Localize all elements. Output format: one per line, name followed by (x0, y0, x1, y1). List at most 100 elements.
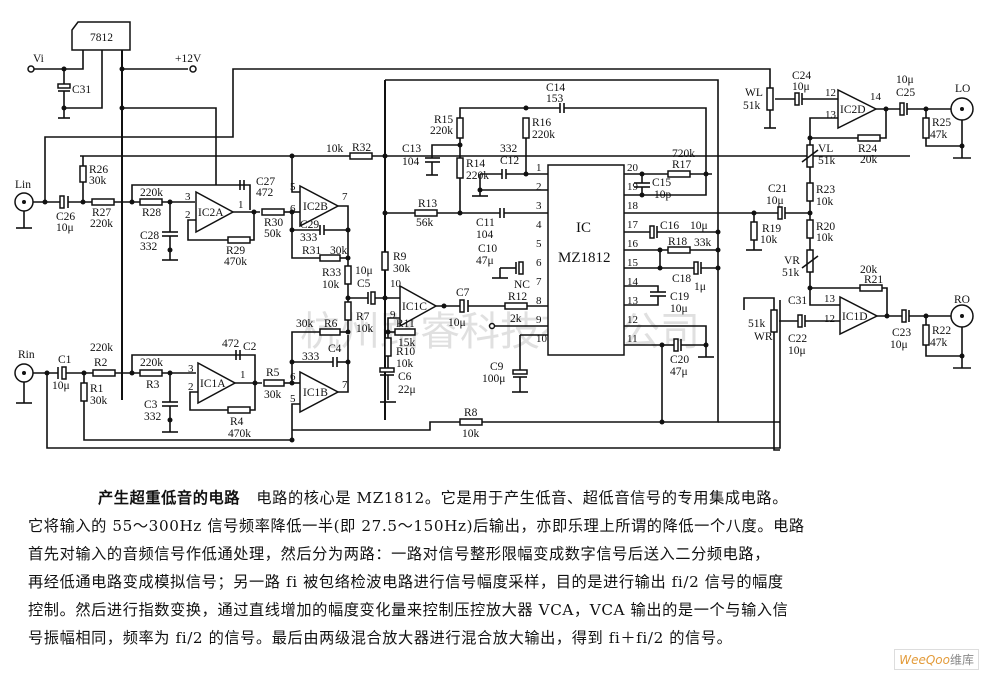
regulator-label: 7812 (90, 32, 113, 44)
resistor-r26 (79, 165, 87, 183)
svg-text:51k: 51k (743, 100, 761, 112)
svg-text:1: 1 (240, 369, 246, 381)
lin-label: Lin (15, 179, 31, 191)
svg-text:WR: WR (754, 331, 773, 343)
svg-text:R31: R31 (302, 245, 321, 257)
svg-text:10μ: 10μ (788, 345, 806, 357)
svg-text:R3: R3 (146, 379, 160, 391)
weeqoo-logo: WeeQoo维库 (894, 649, 979, 670)
svg-text:10μ: 10μ (56, 222, 74, 234)
ic-pin-label: 2 (536, 181, 542, 193)
svg-text:IC2D: IC2D (840, 104, 866, 116)
svg-text:10k: 10k (816, 232, 834, 244)
svg-text:5: 5 (290, 181, 296, 193)
svg-text:C12: C12 (500, 155, 519, 167)
svg-text:56k: 56k (416, 217, 434, 229)
description-line-4: 再经低通电路变成模拟信号；另一路 fi 被包络检波电路进行信号幅度采样，目的是进… (28, 573, 784, 591)
svg-text:C29: C29 (300, 219, 319, 231)
svg-text:IC1A: IC1A (200, 378, 226, 390)
svg-text:R21: R21 (864, 274, 883, 286)
svg-text:R1: R1 (90, 383, 104, 395)
svg-text:7: 7 (342, 379, 348, 391)
ic-pin-label: 7 (536, 276, 542, 288)
svg-text:10μ: 10μ (355, 265, 373, 277)
svg-text:R9: R9 (393, 251, 407, 263)
svg-text:C1: C1 (58, 354, 72, 366)
svg-text:VR: VR (784, 255, 800, 267)
svg-text:220k: 220k (466, 170, 489, 182)
svg-text:IC2A: IC2A (198, 207, 224, 219)
svg-text:C15: C15 (652, 177, 671, 189)
opamp-ic1a: 321 IC1A (188, 361, 246, 405)
resistor-r9 (381, 251, 389, 271)
svg-text:470k: 470k (228, 428, 251, 440)
svg-text:C31: C31 (788, 295, 807, 307)
svg-text:30k: 30k (330, 245, 348, 257)
plus12v-terminal (189, 65, 197, 73)
svg-text:R17: R17 (672, 159, 691, 171)
ic-pin-label: 10 (536, 333, 548, 345)
svg-text:NC: NC (514, 279, 530, 291)
svg-text:IC2B: IC2B (303, 201, 328, 213)
svg-text:C3: C3 (144, 399, 158, 411)
svg-text:220k: 220k (90, 342, 113, 354)
svg-text:R8: R8 (464, 407, 478, 419)
svg-text:12: 12 (824, 313, 835, 325)
ro-label: RO (954, 294, 970, 306)
svg-text:153: 153 (546, 93, 564, 105)
svg-text:C27: C27 (256, 176, 275, 188)
svg-text:332: 332 (140, 241, 158, 253)
svg-text:R13: R13 (418, 198, 437, 210)
svg-text:220k: 220k (90, 218, 113, 230)
svg-text:R28: R28 (142, 207, 161, 219)
svg-text:47μ: 47μ (670, 366, 688, 378)
svg-text:C22: C22 (788, 333, 807, 345)
description-line-1: 产生超重低音的电路 电路的核心是 MZ1812。它是用于产生低音、超低音信号的专… (98, 489, 789, 507)
svg-text:C13: C13 (402, 143, 421, 155)
svg-text:C18: C18 (672, 273, 691, 285)
svg-text:47μ: 47μ (476, 255, 494, 267)
svg-text:MZ1812: MZ1812 (558, 250, 611, 266)
opamp-ic1b: 657 IC1B (290, 370, 348, 414)
svg-text:47k: 47k (930, 337, 948, 349)
svg-text:R11: R11 (396, 318, 415, 330)
ic-pin-label: 13 (627, 295, 639, 307)
resistor-r1 (80, 382, 88, 402)
svg-text:10μ: 10μ (896, 74, 914, 86)
svg-text:333: 333 (302, 351, 320, 363)
ic-pin-label: 16 (627, 238, 639, 250)
rin-label: Rin (18, 349, 35, 361)
svg-text:IC1B: IC1B (303, 387, 328, 399)
svg-text:R32: R32 (352, 142, 371, 154)
description-line-3: 首先对输入的音频信号作低通处理，然后分为两路：一路对信号整形限幅变成数字信号后送… (28, 545, 771, 563)
svg-text:3: 3 (185, 191, 191, 203)
svg-text:C19: C19 (670, 291, 689, 303)
svg-text:R30: R30 (264, 217, 283, 229)
ic-pin-label: 14 (627, 276, 639, 288)
ic-pin-label: 6 (536, 257, 542, 269)
svg-text:VL: VL (818, 143, 833, 155)
svg-text:C24: C24 (792, 70, 811, 82)
description-line-6: 号振幅相同，频率为 fi/2 的信号。最后由两级混合放大器进行混合放大输出，得到… (28, 629, 733, 647)
plus12v-label: +12V (175, 53, 202, 65)
svg-text:C23: C23 (892, 327, 911, 339)
ic-mz1812: IC MZ1812 (547, 164, 625, 356)
svg-text:C26: C26 (56, 211, 75, 223)
svg-text:50k: 50k (264, 228, 282, 240)
vi-terminal (27, 65, 35, 73)
ic-pin-label: 19 (627, 181, 639, 193)
circuit-schematic: 杭州路睿科技有限公司 7812 Vi C31 +12V Lin C26 10μ … (14, 21, 974, 451)
svg-text:10k: 10k (760, 234, 778, 246)
svg-text:2: 2 (185, 209, 191, 221)
ic-pin-label: 12 (627, 314, 638, 326)
svg-text:10μ: 10μ (890, 339, 908, 351)
svg-text:30k: 30k (264, 389, 282, 401)
svg-text:R15: R15 (434, 114, 453, 126)
svg-text:472: 472 (256, 187, 274, 199)
svg-text:30k: 30k (296, 318, 314, 330)
svg-text:R4: R4 (230, 416, 244, 428)
svg-text:R24: R24 (858, 143, 877, 155)
svg-text:R18: R18 (668, 236, 687, 248)
svg-text:2k: 2k (510, 313, 522, 325)
